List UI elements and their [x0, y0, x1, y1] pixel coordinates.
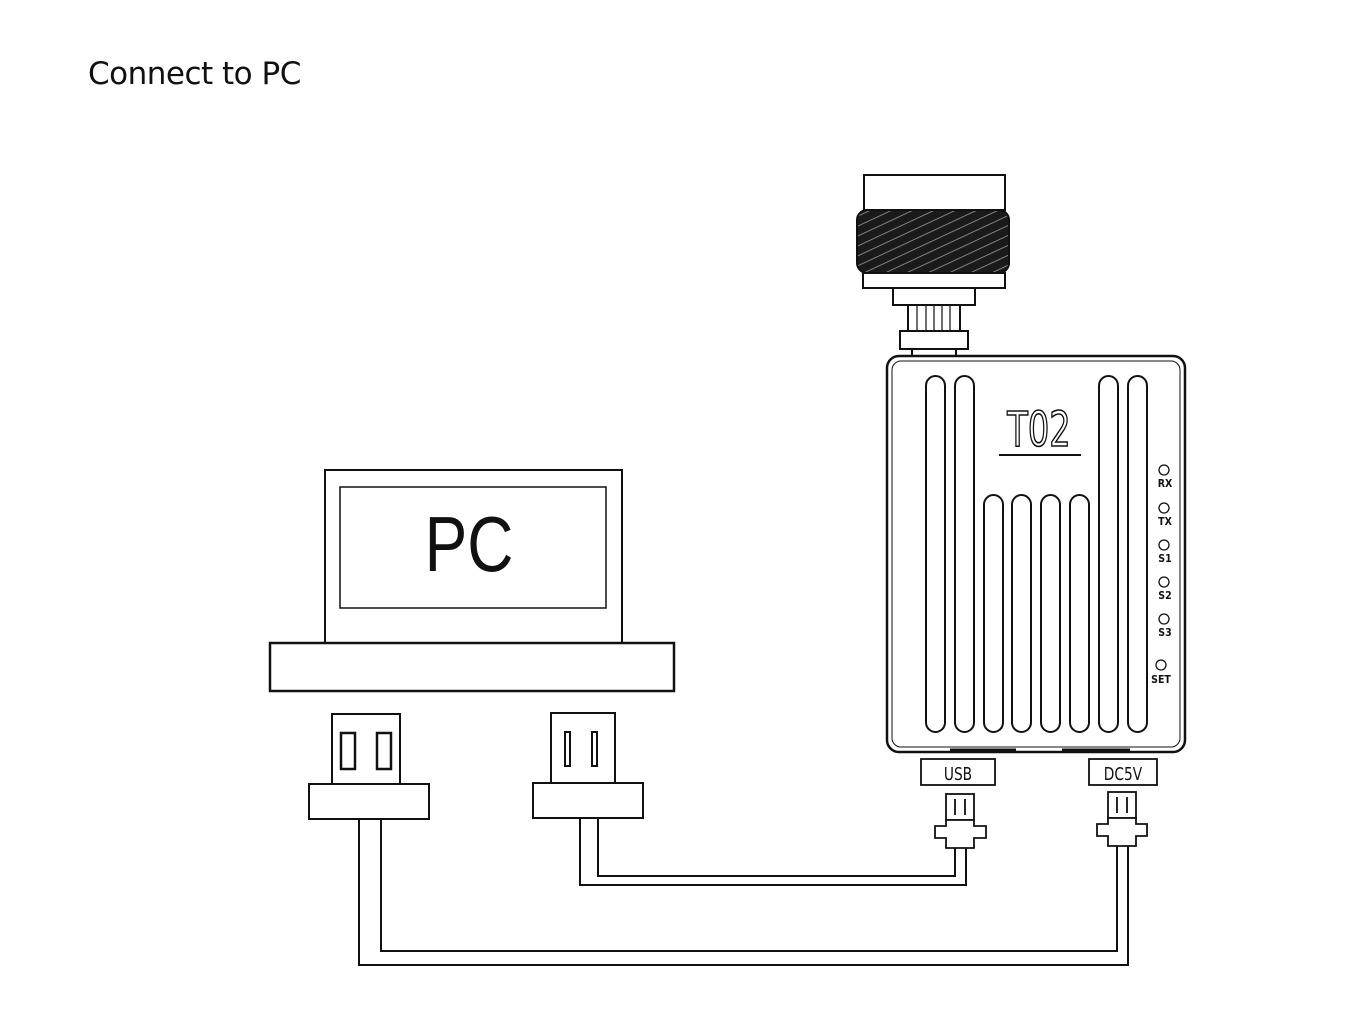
page-title: Connect to PC [88, 56, 301, 92]
led-s2-indicator [1158, 576, 1170, 588]
led-s3-label: S3 [1158, 627, 1171, 639]
usb-a-plug-left [308, 713, 430, 820]
led-set-indicator [1155, 659, 1167, 671]
led-set-label: SET [1151, 674, 1171, 686]
led-rx-indicator [1158, 464, 1170, 476]
usb-port: USB [920, 758, 996, 786]
usb-port-label: USB [944, 763, 972, 785]
usb-micro-plug [934, 793, 987, 849]
usb-a-plug-right [532, 712, 644, 819]
device-model-label: T02 [1006, 403, 1070, 459]
led-s1-label: S1 [1158, 553, 1171, 565]
cable-power [358, 819, 1129, 966]
dc5v-port: DC5V [1088, 758, 1158, 786]
led-tx-indicator [1158, 502, 1170, 514]
dc5v-port-label-box [1088, 758, 1158, 786]
antenna [856, 174, 1010, 358]
status-led-panel [1155, 464, 1170, 671]
cable-usb [579, 818, 967, 886]
led-s1-indicator [1158, 539, 1170, 551]
pc-screen [339, 486, 607, 609]
pc-base [268, 641, 676, 693]
usb-port-label-box [920, 758, 996, 786]
antenna-knurled-ring [856, 209, 1010, 274]
heatsink-fins [925, 375, 1148, 733]
t02-device: T02 RX TX S1 S2 S3 SET [885, 354, 1187, 754]
pc-computer [268, 469, 676, 693]
led-s2-label: S2 [1158, 590, 1171, 602]
dc5v-micro-plug [1096, 791, 1148, 847]
dc5v-port-label: DC5V [1104, 763, 1143, 785]
led-rx-label: RX [1158, 478, 1173, 490]
antenna-cap [863, 174, 1006, 211]
pc-label: PC [425, 501, 514, 588]
led-s3-indicator [1158, 613, 1170, 625]
led-tx-label: TX [1158, 516, 1172, 528]
